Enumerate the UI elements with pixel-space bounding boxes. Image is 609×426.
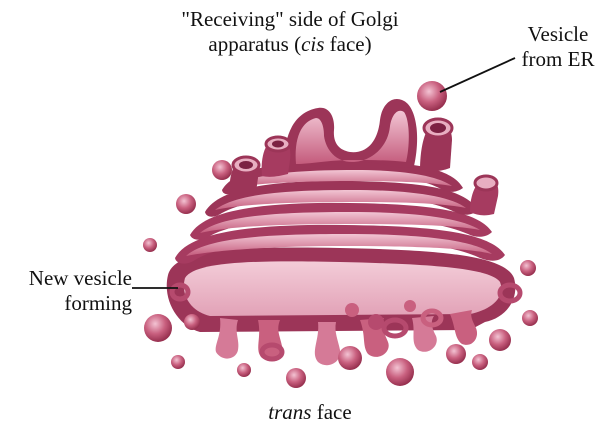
cis-label-line1: "Receiving" side of Golgi bbox=[120, 7, 460, 32]
cis-label-pre: apparatus ( bbox=[208, 32, 301, 56]
cis-label-em: cis bbox=[301, 32, 324, 56]
vesicle-label-line1: Vesicle bbox=[512, 22, 604, 47]
vesicle-label-line2: from ER bbox=[512, 47, 604, 72]
trans-label-em: trans bbox=[268, 400, 311, 424]
new-vesicle-line1: New vesicle bbox=[4, 266, 132, 291]
cis-label-post: face) bbox=[324, 32, 371, 56]
new-vesicle-forming-label: New vesicle forming bbox=[4, 266, 132, 316]
vesicle-leader-line bbox=[440, 58, 515, 92]
trans-face-label: trans face bbox=[230, 400, 390, 425]
vesicle-from-er-label: Vesicle from ER bbox=[512, 22, 604, 72]
cis-label-line2: apparatus (cis face) bbox=[120, 32, 460, 57]
trans-cisterna bbox=[167, 248, 520, 366]
cis-face-label: "Receiving" side of Golgi apparatus (cis… bbox=[120, 7, 460, 57]
er-vesicle bbox=[417, 81, 447, 111]
trans-label-post: face bbox=[311, 400, 351, 424]
new-vesicle-line2: forming bbox=[4, 291, 132, 316]
